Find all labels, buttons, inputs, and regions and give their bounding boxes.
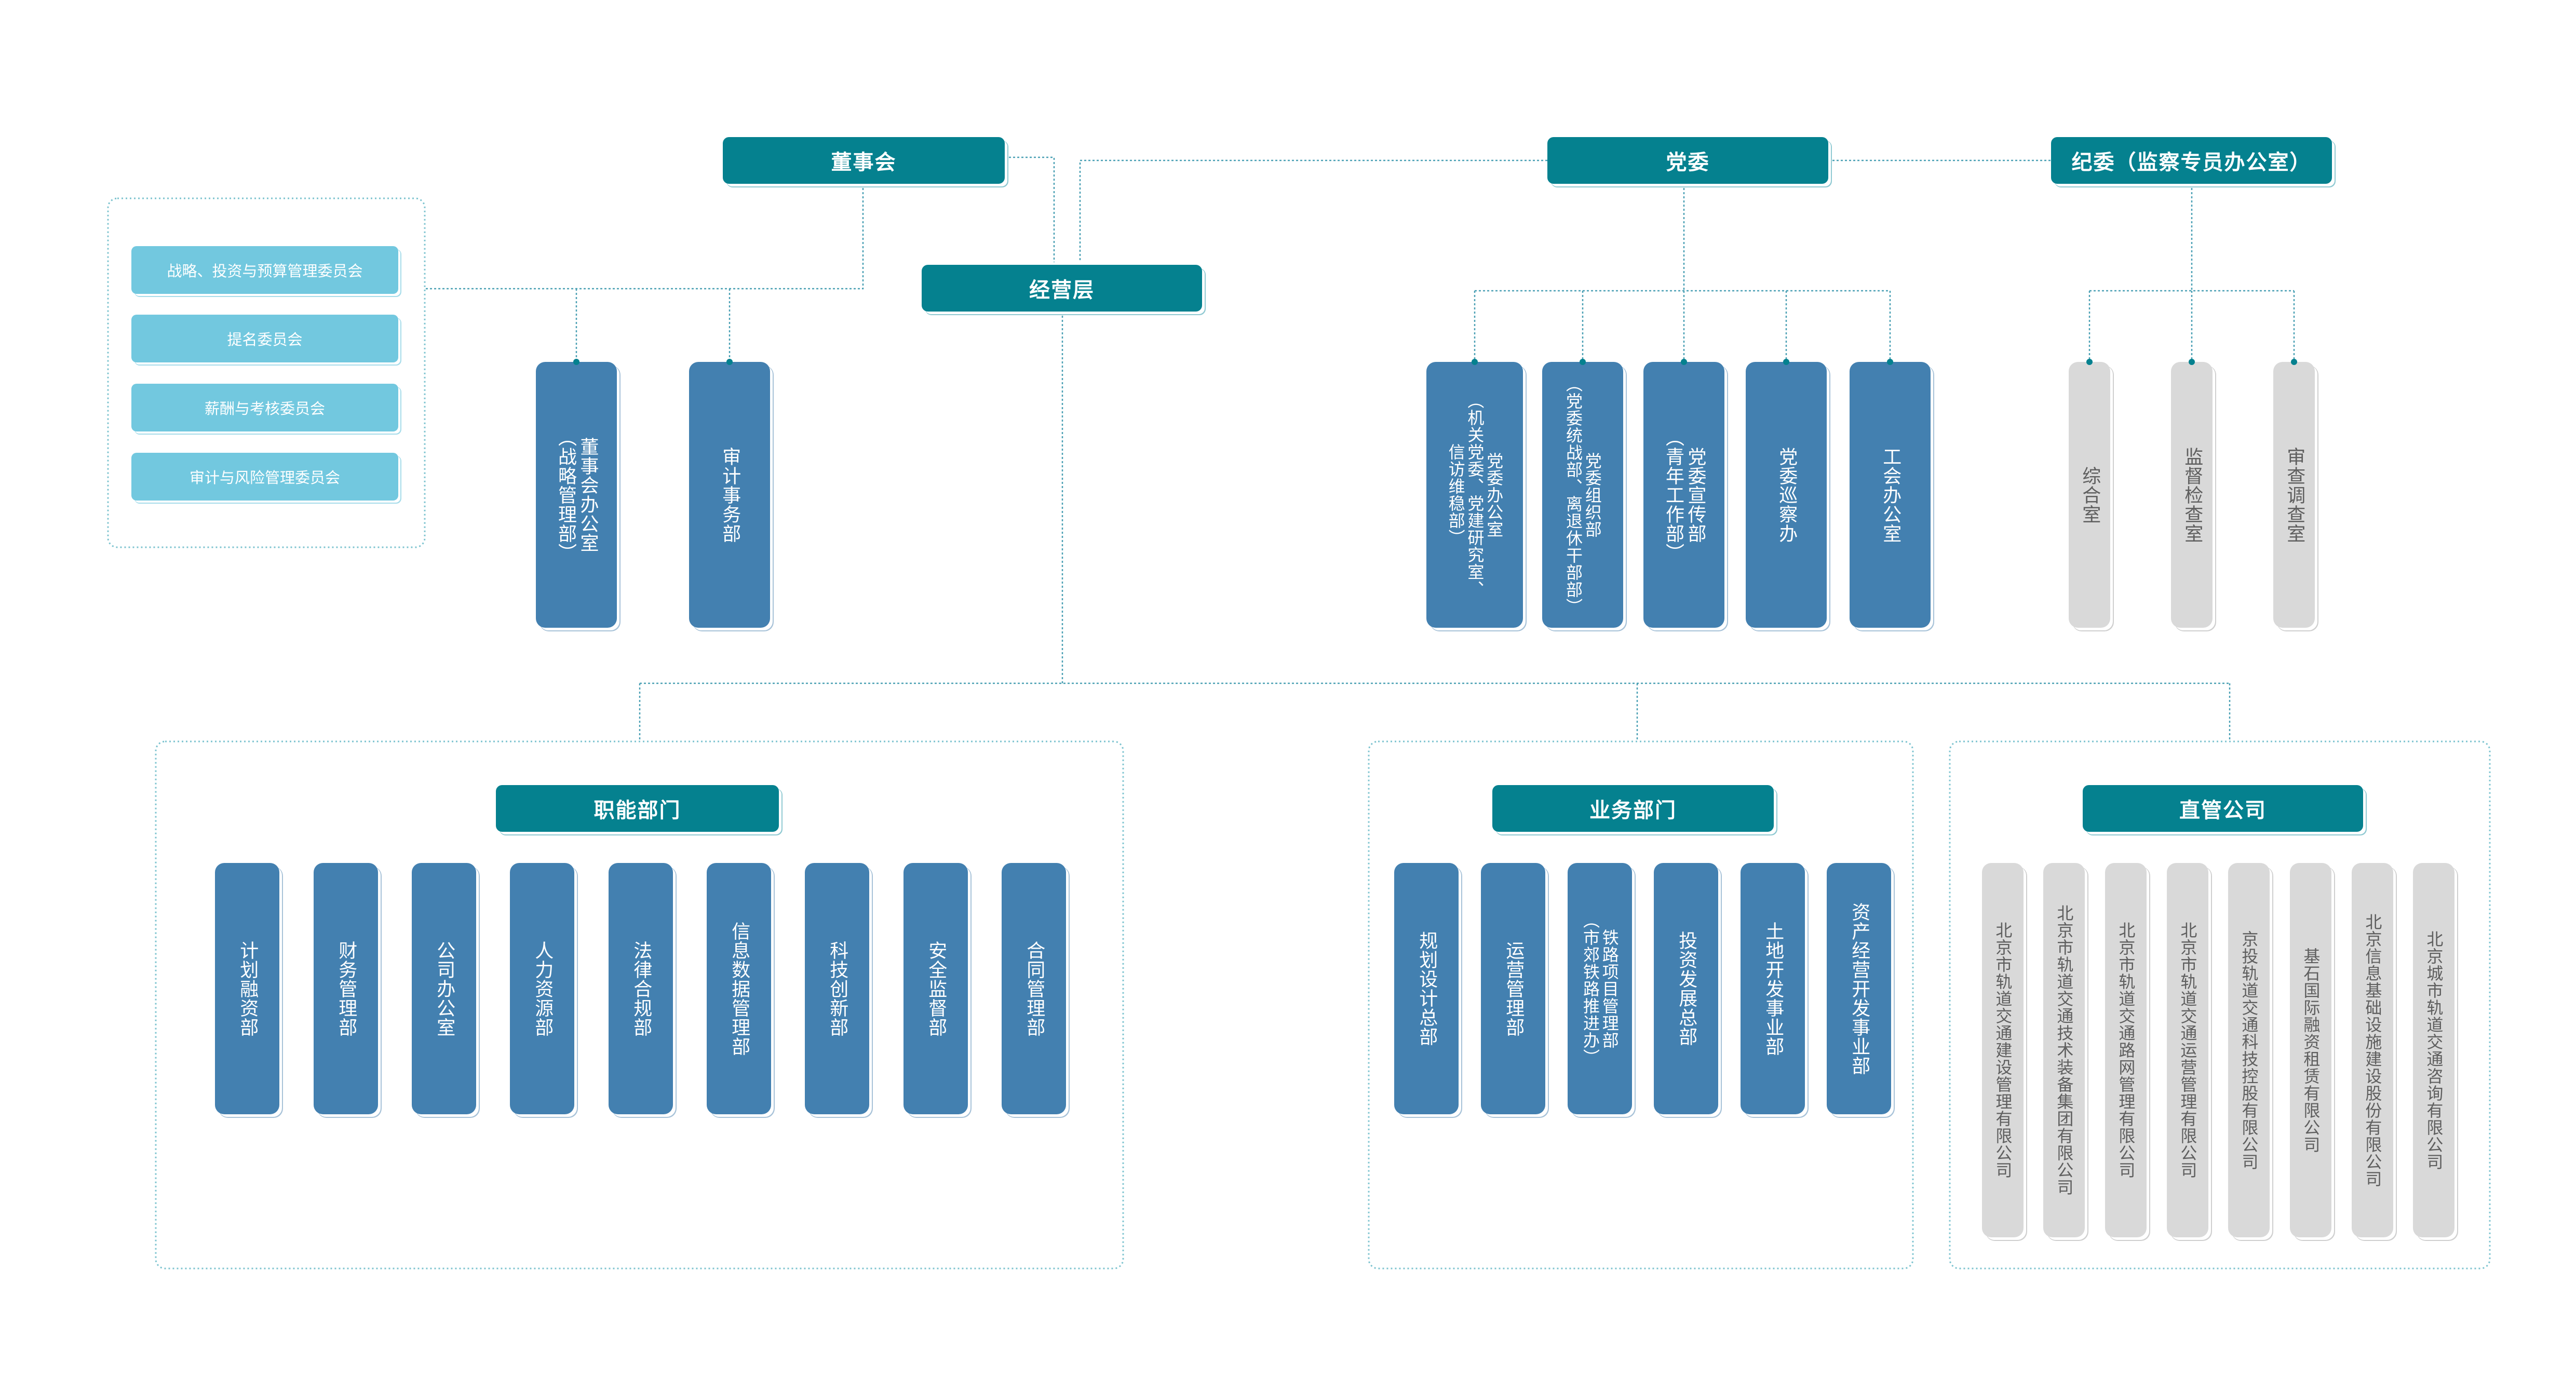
board-of-directors[interactable]: 董事会 — [723, 137, 1005, 184]
company-construction-management[interactable]: 北京市轨道交通建设管理有限公司 — [1982, 863, 2024, 1237]
dept-planning-design[interactable]: 规划设计总部 — [1394, 863, 1459, 1114]
party-to-management-line — [1079, 159, 1547, 262]
management-to-groups-line — [639, 312, 2231, 741]
company-label: 北京城市轨道交通咨询有限公司 — [2424, 930, 2444, 1170]
company-label: 北京市轨道交通建设管理有限公司 — [1993, 922, 2013, 1179]
unit-supervision-inspection[interactable]: 监督检查室 — [2171, 362, 2213, 628]
group-title-functional: 职能部门 — [496, 785, 779, 832]
dept-label: 法律合规部 — [630, 940, 652, 1037]
dept-human-resources[interactable]: 人力资源部 — [510, 863, 574, 1114]
committee-nomination[interactable]: 提名委员会 — [131, 315, 398, 362]
committee-audit-risk[interactable]: 审计与风险管理委员会 — [131, 453, 398, 501]
board-to-committees-line — [425, 184, 864, 290]
unit-label: 党委巡察办 — [1776, 447, 1798, 543]
connector-dot — [1580, 359, 1586, 365]
dept-label: 铁路项目管理部 （市郊铁路推进办） — [1581, 911, 1620, 1066]
company-operation-management[interactable]: 北京市轨道交通运营管理有限公司 — [2167, 863, 2208, 1237]
unit-label: 党委办公室 （机关党委、党建研究室、 信访维稳部） — [1446, 392, 1504, 598]
unit-label: 审计事务部 — [719, 447, 741, 543]
dept-railway-projects[interactable]: 铁路项目管理部 （市郊铁路推进办） — [1568, 863, 1632, 1114]
group-title-subsidiaries: 直管公司 — [2083, 785, 2363, 832]
dept-investment-development[interactable]: 投资发展总部 — [1654, 863, 1718, 1114]
unit-label: 董事会办公室 （战略管理部） — [555, 427, 599, 562]
company-financial-leasing[interactable]: 基石国际融资租赁有限公司 — [2290, 863, 2331, 1237]
company-consulting[interactable]: 北京城市轨道交通咨询有限公司 — [2413, 863, 2454, 1237]
company-technical-equipment[interactable]: 北京市轨道交通技术装备集团有限公司 — [2043, 863, 2085, 1237]
unit-review-investigation[interactable]: 审查调查室 — [2273, 362, 2315, 628]
connector-dot — [1887, 359, 1893, 365]
dept-label: 规划设计总部 — [1416, 931, 1438, 1046]
connector-dot — [726, 359, 733, 365]
connector-dot — [2189, 359, 2195, 365]
subsidiary-group-frame — [1949, 740, 2491, 1270]
company-label: 北京市轨道交通运营管理有限公司 — [2178, 922, 2198, 1179]
connector-dot — [1783, 359, 1789, 365]
dept-contract-management[interactable]: 合同管理部 — [1002, 863, 1066, 1114]
unit-party-office[interactable]: 党委办公室 （机关党委、党建研究室、 信访维稳部） — [1426, 362, 1523, 628]
dept-information-data[interactable]: 信息数据管理部 — [707, 863, 771, 1114]
dept-company-office[interactable]: 公司办公室 — [412, 863, 476, 1114]
dept-planning-finance[interactable]: 计划融资部 — [215, 863, 279, 1114]
dept-tech-innovation[interactable]: 科技创新部 — [805, 863, 869, 1114]
group-title-business: 业务部门 — [1492, 785, 1774, 832]
company-information-infrastructure[interactable]: 北京信息基础设施建设股份有限公司 — [2352, 863, 2393, 1237]
committee-remuneration-appraisal[interactable]: 薪酬与考核委员会 — [131, 384, 398, 431]
dept-label: 合同管理部 — [1023, 940, 1045, 1037]
unit-label: 综合室 — [2079, 466, 2101, 524]
dept-safety-supervision[interactable]: 安全监督部 — [903, 863, 968, 1114]
unit-party-publicity[interactable]: 党委宣传部 （青年工作部） — [1643, 362, 1724, 628]
dept-label: 公司办公室 — [434, 940, 455, 1037]
unit-label: 审查调查室 — [2284, 447, 2305, 543]
dept-label: 资产经营开发事业部 — [1849, 902, 1870, 1075]
party-units-branch — [1474, 184, 1891, 362]
dept-label: 信息数据管理部 — [729, 921, 750, 1056]
connector-dot — [1472, 359, 1478, 365]
unit-label: 监督检查室 — [2181, 447, 2203, 543]
dept-label: 运营管理部 — [1503, 940, 1525, 1037]
company-network-management[interactable]: 北京市轨道交通路网管理有限公司 — [2105, 863, 2147, 1237]
dept-label: 计划融资部 — [237, 940, 259, 1037]
connector-dot — [1681, 359, 1687, 365]
unit-general-office[interactable]: 综合室 — [2069, 362, 2110, 628]
discipline-units-branch — [2088, 184, 2295, 362]
party-committee[interactable]: 党委 — [1547, 137, 1828, 184]
connector-dot — [2291, 359, 2297, 365]
functional-group-frame — [155, 740, 1124, 1270]
company-label: 北京市轨道交通技术装备集团有限公司 — [2054, 905, 2074, 1196]
dept-operations[interactable]: 运营管理部 — [1481, 863, 1545, 1114]
dept-legal-compliance[interactable]: 法律合规部 — [609, 863, 673, 1114]
company-label: 基石国际融资租赁有限公司 — [2301, 947, 2321, 1153]
unit-labor-union[interactable]: 工会办公室 — [1850, 362, 1931, 628]
unit-label: 党委组织部 （党委统战部、离退休干部部） — [1563, 375, 1602, 615]
dept-label: 土地开发事业部 — [1762, 921, 1784, 1056]
dept-asset-operation[interactable]: 资产经营开发事业部 — [1827, 863, 1891, 1114]
management-layer[interactable]: 经营层 — [922, 265, 1202, 312]
dept-label: 财务管理部 — [335, 940, 357, 1037]
board-committee-frame — [107, 197, 426, 548]
company-label: 京投轨道交通科技控股有限公司 — [2239, 930, 2259, 1170]
unit-label: 工会办公室 — [1880, 447, 1901, 543]
dept-label: 科技创新部 — [827, 940, 848, 1037]
dept-label: 人力资源部 — [532, 940, 554, 1037]
committee-strategy-investment-budget[interactable]: 战略、投资与预算管理委员会 — [131, 246, 398, 294]
dept-financial-management[interactable]: 财务管理部 — [314, 863, 378, 1114]
dept-label: 安全监督部 — [925, 940, 947, 1037]
unit-party-organization[interactable]: 党委组织部 （党委统战部、离退休干部部） — [1542, 362, 1623, 628]
unit-party-inspection[interactable]: 党委巡察办 — [1746, 362, 1827, 628]
unit-audit-affairs[interactable]: 审计事务部 — [689, 362, 770, 628]
connector-dot — [573, 359, 579, 365]
connector-dot — [2086, 359, 2093, 365]
dept-label: 投资发展总部 — [1676, 931, 1697, 1046]
company-label: 北京信息基础设施建设股份有限公司 — [2363, 913, 2383, 1187]
company-tech-holding[interactable]: 京投轨道交通科技控股有限公司 — [2228, 863, 2270, 1237]
company-label: 北京市轨道交通路网管理有限公司 — [2116, 922, 2136, 1179]
dept-land-development[interactable]: 土地开发事业部 — [1741, 863, 1805, 1114]
unit-board-office[interactable]: 董事会办公室 （战略管理部） — [536, 362, 617, 628]
discipline-committee[interactable]: 纪委（监察专员办公室） — [2051, 137, 2332, 184]
business-group-frame — [1368, 740, 1914, 1270]
unit-label: 党委宣传部 （青年工作部） — [1663, 427, 1706, 562]
